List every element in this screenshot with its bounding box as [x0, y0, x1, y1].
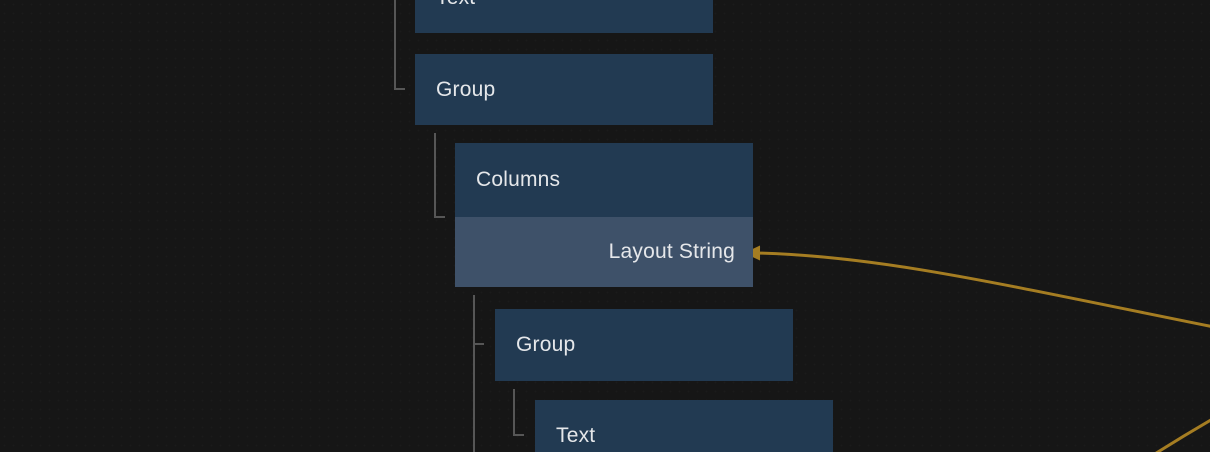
property-label: Layout String — [608, 240, 735, 263]
tree-connector-elbow — [473, 343, 484, 345]
node-columns-header[interactable]: Columns — [455, 143, 753, 217]
tree-connector-elbow — [394, 88, 405, 90]
tree-connector-vertical — [473, 295, 475, 452]
node-label: Columns — [476, 168, 561, 191]
node-label: Text — [415, 0, 475, 10]
node-columns-property-layout-string[interactable]: Layout String — [455, 217, 753, 287]
tree-connector-vertical — [434, 133, 436, 218]
wire-curve-layout-string[interactable] — [756, 251, 1210, 328]
tree-connector-vertical — [513, 389, 515, 436]
node-label: Text — [556, 423, 596, 447]
node-columns[interactable]: Columns Layout String — [455, 143, 753, 287]
tree-connector-elbow — [434, 216, 445, 218]
node-text-top[interactable]: Text — [415, 0, 713, 33]
node-label: Group — [436, 77, 496, 101]
wire-curve-bottom-right[interactable] — [1150, 417, 1210, 452]
node-label: Group — [516, 333, 576, 356]
node-group-lower[interactable]: Group — [495, 309, 793, 381]
tree-connector-vertical — [394, 0, 396, 90]
node-group-upper[interactable]: Group — [415, 54, 713, 125]
tree-connector-elbow — [513, 434, 524, 436]
node-text-bottom[interactable]: Text — [535, 400, 833, 452]
